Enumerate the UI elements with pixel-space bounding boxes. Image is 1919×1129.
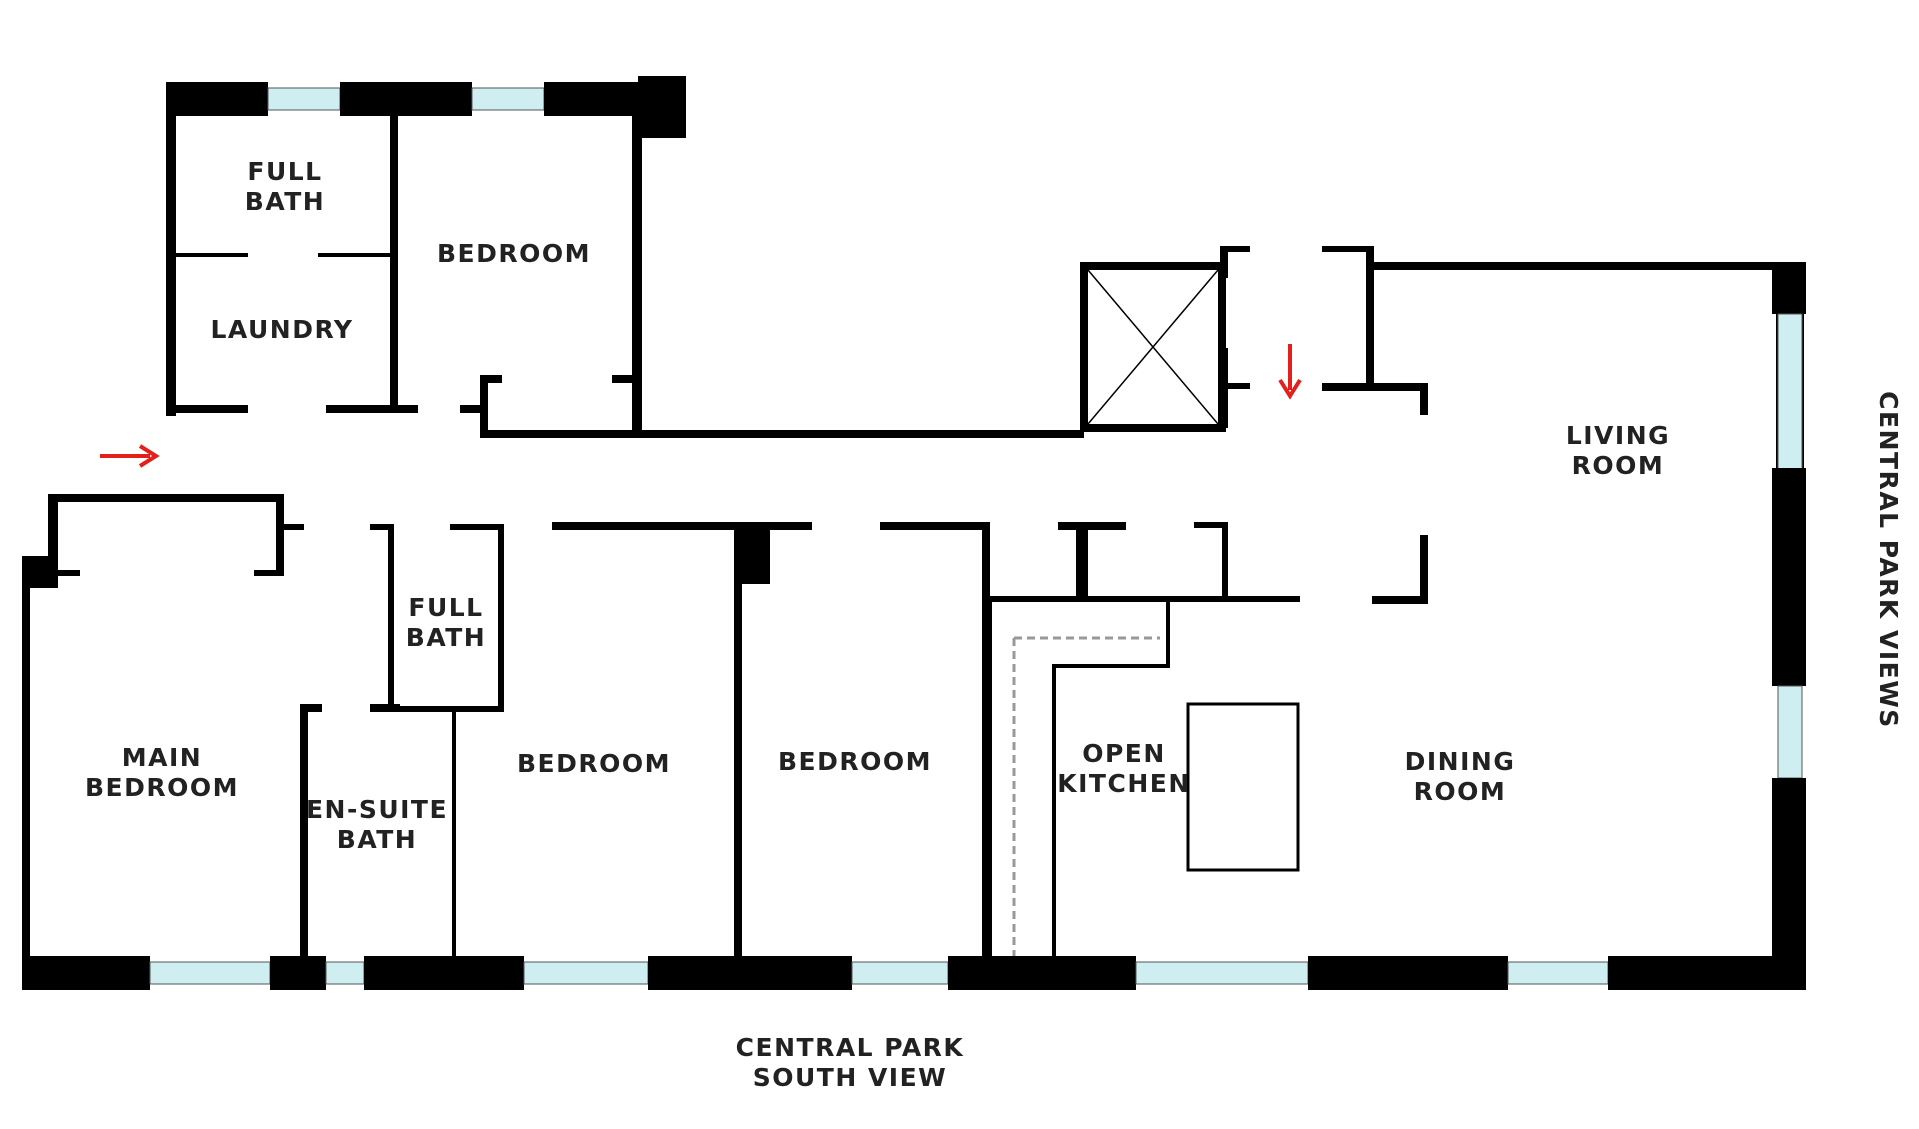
label-bedroom-3: BEDROOM <box>778 747 932 776</box>
label-south-view-2: SOUTH VIEW <box>753 1063 948 1092</box>
label-full-bath-mid-2: BATH <box>406 623 486 652</box>
window-top-2 <box>471 87 545 111</box>
label-dining-room-2: ROOM <box>1414 777 1507 806</box>
label-bedroom-2: BEDROOM <box>517 749 671 778</box>
south-wall <box>22 956 1806 990</box>
arrow-down-icon <box>1278 344 1302 400</box>
top-wing-walls <box>166 76 1084 438</box>
label-south-view: CENTRAL PARK <box>736 1033 965 1062</box>
elevator-x-icon <box>1087 269 1219 425</box>
window-east-1 <box>1777 313 1803 471</box>
label-bedroom-top: BEDROOM <box>437 239 591 268</box>
window-south-5 <box>1135 961 1309 985</box>
label-main-bedroom: MAIN <box>122 743 202 772</box>
window-south-4 <box>851 961 949 985</box>
lower-walls <box>22 494 1300 964</box>
living-walls <box>1370 262 1806 990</box>
arrow-right-icon <box>100 444 160 468</box>
window-south-6 <box>1507 961 1609 985</box>
window-south-3 <box>523 961 649 985</box>
label-central-park-views: CENTRAL PARK VIEWS <box>1874 391 1903 729</box>
label-open-kitchen-2: KITCHEN <box>1057 769 1191 798</box>
label-ensuite-bath-2: BATH <box>337 825 417 854</box>
label-ensuite-bath: EN-SUITE <box>306 795 448 824</box>
window-top-1 <box>267 87 341 111</box>
label-full-bath-mid: FULL <box>408 593 483 622</box>
kitchen-island <box>1186 702 1300 872</box>
label-main-bedroom-2: BEDROOM <box>85 773 239 802</box>
window-east-2 <box>1777 685 1803 779</box>
label-living-room: LIVING <box>1566 421 1670 450</box>
label-laundry: LAUNDRY <box>211 315 354 344</box>
elevator-area <box>1080 246 1428 432</box>
label-full-bath-top-2: BATH <box>245 187 325 216</box>
label-full-bath-top: FULL <box>247 157 322 186</box>
window-south-2 <box>325 961 365 985</box>
label-living-room-2: ROOM <box>1572 451 1665 480</box>
label-dining-room: DINING <box>1405 747 1516 776</box>
label-open-kitchen: OPEN <box>1082 739 1166 768</box>
window-south-1 <box>149 961 271 985</box>
